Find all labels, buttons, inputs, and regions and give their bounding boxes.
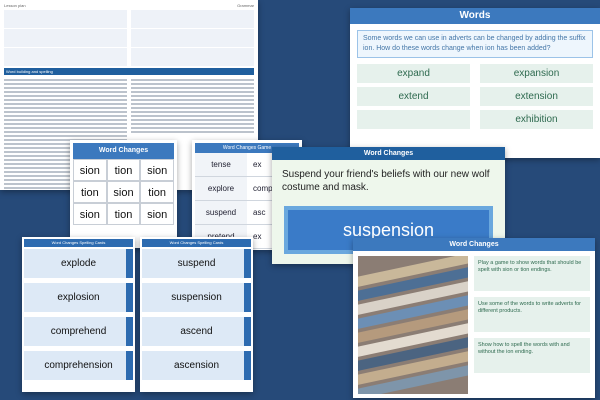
plan-header-left: Lesson plan (4, 3, 26, 8)
suffix-cell: sion (140, 159, 174, 181)
spelling-card: explode (24, 249, 133, 278)
spelling-card: ascension (142, 351, 251, 380)
suffixed-word: expansion (480, 64, 593, 83)
activity-note: Show how to spell the words with and wit… (474, 338, 590, 373)
spelling-card: suspend (142, 249, 251, 278)
activities-slide-title: Word Changes (353, 238, 595, 251)
spelling-card-word: explosion (57, 292, 100, 303)
activity-list: Play a game to show words that should be… (474, 256, 590, 394)
word-pair-row: extend extension (357, 87, 593, 106)
magazines-photo (358, 256, 468, 394)
game-root-word: suspend (195, 201, 247, 224)
advert-sentence: Suspend your friend's beliefs with our n… (282, 169, 490, 193)
word-pair-row: exhibition (357, 110, 593, 129)
root-word: expand (357, 64, 470, 83)
words-slide: Words Some words we can use in adverts c… (350, 8, 600, 158)
activity-note: Play a game to show words that should be… (474, 256, 590, 291)
card-tab (126, 351, 133, 380)
game-changed-word: ex (253, 232, 262, 241)
table-title: Word Changes (73, 143, 174, 159)
activity-note: Use some of the words to write adverts f… (474, 297, 590, 332)
spelling-card-word: suspend (177, 258, 216, 269)
spelling-card-word: ascension (173, 360, 220, 371)
game-root-word: explore (195, 177, 247, 200)
card-tab (244, 317, 251, 346)
spelling-card-word: comprehension (44, 360, 113, 371)
spelling-card: explosion (24, 283, 133, 312)
game-row: explore compre (195, 177, 299, 201)
spelling-cards-title: Word Changes Spelling Cards (142, 239, 251, 247)
plan-cell (4, 10, 127, 28)
words-slide-intro: Some words we can use in adverts can be … (357, 30, 593, 58)
plan-objectives-grid (4, 10, 254, 66)
activities-slide: Word Changes Play a game to show words t… (353, 238, 595, 398)
game-root-word: tense (195, 153, 247, 176)
game-changed-word: asc (253, 208, 266, 217)
plan-header-right: Grammar (237, 3, 254, 8)
root-word (357, 110, 470, 129)
spelling-card-word: explode (60, 258, 97, 269)
word-changes-table-card: Word Changes sion tion sion tion sion ti… (70, 140, 177, 248)
card-tab (126, 283, 133, 312)
spelling-card: comprehension (24, 351, 133, 380)
suffix-cell: tion (140, 181, 174, 203)
card-tab (244, 283, 251, 312)
game-title: Word Changes Game (195, 143, 299, 153)
plan-section-heading: Word building and spelling (4, 68, 254, 75)
plan-column-right (131, 77, 254, 190)
spelling-cards-title: Word Changes Spelling Cards (24, 239, 133, 247)
spelling-card: comprehend (24, 317, 133, 346)
suffix-cell: tion (106, 159, 141, 181)
game-changed-word: ex (253, 160, 262, 169)
plan-cell (131, 48, 254, 66)
plan-cell (4, 29, 127, 47)
word-pair-row: expand expansion (357, 64, 593, 83)
game-row: suspend asc (195, 201, 299, 225)
game-changed-word: compre (253, 184, 280, 193)
spelling-cards-sheet-right: Word Changes Spelling Cards suspend susp… (140, 237, 253, 392)
card-tab (244, 351, 251, 380)
suffixed-word: extension (480, 87, 593, 106)
spelling-cards-sheet-left: Word Changes Spelling Cards explode expl… (22, 237, 135, 392)
plan-cell (131, 29, 254, 47)
plan-header: Lesson plan Grammar (4, 3, 254, 8)
plan-column-left (4, 77, 127, 190)
suffixed-word: exhibition (480, 110, 593, 129)
root-word: extend (357, 87, 470, 106)
suffix-cell: tion (106, 203, 141, 225)
spelling-card: suspension (142, 283, 251, 312)
activities-body: Play a game to show words that should be… (353, 251, 595, 398)
spelling-card-word: comprehend (50, 326, 107, 337)
game-row: tense ex (195, 153, 299, 177)
words-slide-title: Words (350, 8, 600, 24)
suffix-cell: tion (73, 181, 107, 203)
card-tab (244, 249, 251, 278)
suffix-cell: sion (73, 203, 107, 225)
suffix-cell: sion (73, 159, 107, 181)
suffix-cell: sion (106, 181, 141, 203)
suspension-slide-title: Word Changes (272, 147, 505, 160)
lesson-plan-document: Lesson plan Grammar Word building and sp… (0, 0, 258, 190)
plan-cell (4, 48, 127, 66)
card-tab (126, 317, 133, 346)
plan-cell (131, 10, 254, 28)
suffix-grid: sion tion sion tion sion tion sion tion … (73, 159, 174, 225)
spelling-card-word: ascend (180, 326, 213, 337)
card-tab (126, 249, 133, 278)
spelling-card: ascend (142, 317, 251, 346)
suffix-cell: sion (140, 203, 174, 225)
spelling-card-word: suspension (171, 292, 222, 303)
plan-text-columns (4, 77, 254, 190)
